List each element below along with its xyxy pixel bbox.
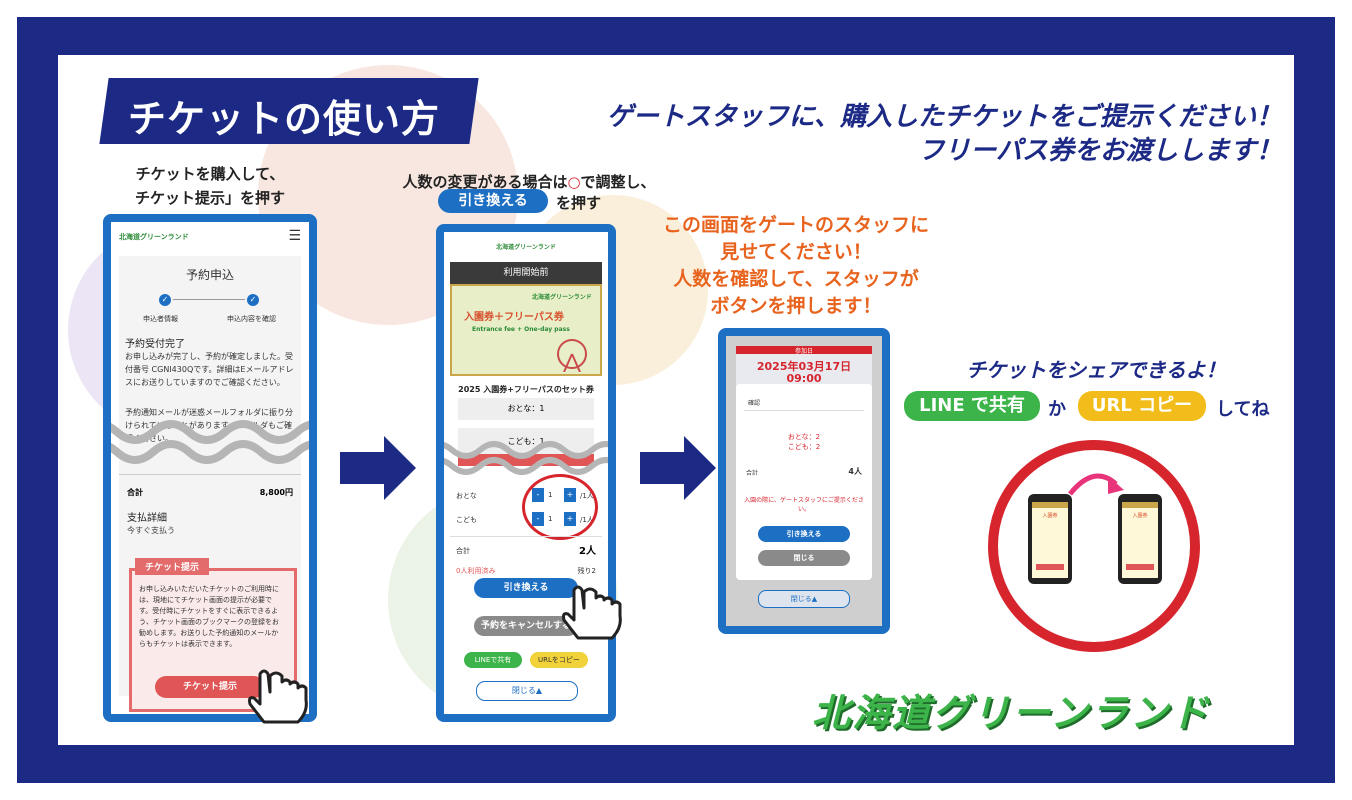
row-adult-label: おとな	[456, 492, 477, 500]
step3-caption-line-2: 見せてください！	[720, 241, 872, 263]
share-end: してね	[1216, 399, 1270, 420]
row-child-label: こども	[456, 516, 477, 524]
step1-caption-1: チケットを購入して、	[135, 165, 285, 183]
hamburger-icon[interactable]: ☰	[288, 228, 301, 244]
step2-screen: 北海道グリーンランド 利用開始前 北海道グリーンランド 入園券＋フリーパス券 E…	[444, 232, 608, 714]
phone-right-label: 入園券	[1132, 513, 1148, 519]
phone-left-label: 入園券	[1042, 513, 1058, 519]
share-circle: 入園券 入園券	[988, 440, 1200, 652]
phone-right-screen: 入園券	[1122, 502, 1158, 578]
step2-phone: 北海道グリーンランド 利用開始前 北海道グリーンランド 入園券＋フリーパス券 E…	[436, 224, 616, 722]
close-button[interactable]: 閉じる▲	[476, 681, 578, 701]
step2-caption-1-text: 人数の変更がある場合は	[402, 173, 568, 191]
hand-cursor-icon	[562, 585, 622, 640]
step2-caption-2-end: を押す	[556, 194, 602, 212]
done-title: 予約受付完了	[125, 339, 185, 350]
step3-phone: 参加日 2025年03月17日 09:00 確認 おとな：2 こども：2 合計 …	[718, 328, 890, 634]
share-mid: か	[1048, 399, 1066, 420]
adult-count: おとな：1	[458, 398, 594, 420]
ticket-image-sub: Entrance fee + One-day pass	[472, 326, 570, 333]
arrow-right-icon	[340, 436, 416, 500]
modal-child: こども：2	[787, 443, 821, 451]
cancel-button[interactable]: 予約をキャンセルする	[474, 616, 578, 636]
modal-close-button[interactable]: 閉じる	[758, 550, 850, 566]
confirm-modal: 確認 おとな：2 こども：2 合計 4人 入園の際に、ゲートスタッフにご提示くだ…	[736, 384, 872, 580]
step3-screen: 参加日 2025年03月17日 09:00 確認 おとな：2 こども：2 合計 …	[726, 336, 882, 626]
total-value: 8,800円	[259, 488, 293, 497]
check-icon: ✓	[159, 294, 171, 306]
used-count: 0人利用済み	[456, 567, 496, 575]
ticket-image: 北海道グリーンランド 入園券＋フリーパス券 Entrance fee + One…	[450, 284, 602, 376]
step3-caption: この画面をゲートのスタッフに 見せてください！ 人数を確認して、スタッフが ボタ…	[638, 212, 954, 320]
modal-adult: おとな：2	[787, 433, 821, 441]
ticket-box-body: お申し込みいただいたチケットのご利用時には、現地にてチケット画面の提示が必要です…	[139, 585, 279, 648]
ticket-name: 2025 入園券+フリーパスのセット券	[458, 385, 594, 394]
payment-value: 今すぐ支払う	[127, 526, 175, 535]
ferris-wheel-icon	[557, 339, 587, 372]
step3-caption-line-3: 人数を確認して、スタッフが	[673, 268, 919, 290]
page-title: チケットの使い方	[128, 97, 441, 141]
headline-line-2: フリーパス券をお渡しします！	[918, 136, 1282, 166]
phone-right-bar	[1126, 564, 1154, 570]
modal-redeem-button[interactable]: 引き換える	[758, 526, 850, 542]
modal-title: 確認	[748, 400, 761, 407]
step2-total-label: 合計	[456, 547, 470, 555]
step3-caption-line-1: この画面をゲートのスタッフに	[662, 214, 929, 236]
step1-screen: 北海道グリーンランド ☰ 予約申込 ✓ ✓ 申込者情報 申込内容を確認 予約受付…	[111, 222, 309, 714]
phone-left-icon: 入園券	[1028, 494, 1072, 584]
phone-left-screen: 入園券	[1032, 502, 1068, 578]
hand-cursor-icon	[248, 669, 308, 724]
bottom-close-button[interactable]: 閉じる▲	[758, 590, 850, 608]
phone-right-icon: 入園券	[1118, 494, 1162, 584]
step-label-b: 申込内容を確認	[227, 315, 276, 323]
ticket-image-logo: 北海道グリーンランド	[532, 294, 592, 301]
done-body: お申し込みが完了し、予約が確定しました。受付番号 CGNI430Qです。詳細はE…	[125, 352, 294, 387]
phone-left-bar	[1036, 564, 1064, 570]
redeem-button[interactable]: 引き換える	[474, 578, 578, 598]
step3-caption-line-4: ボタンを押します！	[710, 295, 882, 317]
url-copy-button[interactable]: URLをコピー	[530, 652, 588, 668]
step-line	[173, 299, 245, 300]
wave-cut-icon	[444, 441, 608, 475]
remain-count: 残り2	[577, 567, 596, 575]
highlight-circle	[522, 474, 598, 540]
divider	[450, 536, 602, 537]
wave-cut-icon	[111, 420, 309, 464]
divider	[119, 474, 301, 475]
arrow-right-icon	[640, 436, 716, 500]
share-title: チケットをシェアできるよ！	[966, 358, 1226, 382]
brand-logo: 北海道グリーンランド	[812, 691, 1211, 735]
date-label: 参加日	[794, 348, 813, 355]
step2-caption-button: 引き換える	[438, 189, 548, 213]
url-pill: URL コピー	[1078, 391, 1206, 421]
ticket-show-button[interactable]: チケット提示	[155, 676, 265, 698]
modal-total-value: 4人	[848, 467, 862, 476]
step2-caption-1-end: で調整し、	[580, 173, 656, 191]
headline-line-1: ゲートスタッフに、購入したチケットをご提示ください！	[606, 102, 1282, 132]
payment-title: 支払詳細	[127, 513, 167, 524]
line-share-button[interactable]: LINEで共有	[464, 652, 522, 668]
time-value: 09:00	[786, 372, 822, 385]
step2-caption-1: 人数の変更がある場合は○で調整し、	[384, 171, 674, 192]
step1-header-logo: 北海道グリーンランド	[119, 233, 189, 241]
step2-total-value: 2人	[579, 546, 596, 557]
total-label: 合計	[127, 488, 143, 497]
share-arrow-icon	[1068, 473, 1124, 496]
modal-notice: 入園の際に、ゲートスタッフにご提示ください。	[744, 497, 864, 513]
step1-caption-2: チケット提示」を押す	[134, 189, 285, 207]
modal-total-label: 合計	[746, 470, 759, 477]
divider	[744, 410, 864, 411]
step1-section-title: 予約申込	[185, 268, 234, 282]
date-value: 2025年03月17日	[756, 360, 852, 373]
circle-mark: ○	[567, 173, 581, 191]
ticket-box-title: チケット提示	[135, 558, 210, 575]
status-bar: 利用開始前	[450, 262, 602, 284]
step1-phone: 北海道グリーンランド ☰ 予約申込 ✓ ✓ 申込者情報 申込内容を確認 予約受付…	[103, 214, 317, 722]
step-label-a: 申込者情報	[143, 315, 178, 323]
check-icon: ✓	[247, 294, 259, 306]
line-pill: LINE で共有	[904, 391, 1040, 421]
step2-header-logo: 北海道グリーンランド	[496, 244, 556, 251]
ticket-image-title: 入園券＋フリーパス券	[464, 312, 564, 323]
